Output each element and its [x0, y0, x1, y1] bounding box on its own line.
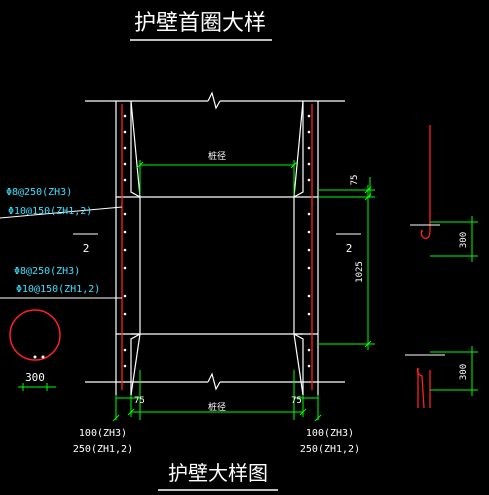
rebar-ring-circle	[9, 309, 61, 361]
rebar-dots	[123, 114, 311, 368]
thickness-right-line1: 100(ZH3)	[306, 428, 354, 439]
callout2-line1: Φ8@250(ZH3)	[14, 266, 80, 277]
pile-label-bottom: 桩径	[208, 401, 226, 413]
callout2-line2: Φ10@150(ZH1,2)	[16, 284, 100, 295]
dim-1025: 1025	[355, 261, 365, 283]
thickness-left-line2: 250(ZH1,2)	[73, 444, 133, 455]
bottom-break-line	[85, 372, 345, 391]
hook-rebar	[416, 125, 431, 409]
dim-75-left: 75	[134, 396, 145, 406]
pile-label-top: 桩径	[208, 150, 226, 162]
left-wall	[115, 101, 141, 395]
dim-300-circle: 300	[25, 371, 45, 384]
dim-75-top: 75	[350, 175, 360, 186]
wall-rebar	[121, 104, 313, 390]
top-break-line	[85, 91, 345, 110]
right-wall	[293, 101, 319, 395]
dim-300-upper: 300	[459, 232, 469, 248]
dim-75-right: 75	[291, 396, 302, 406]
hook-300-dims	[430, 216, 478, 396]
callout1-line2: Φ10@150(ZH1,2)	[8, 206, 92, 217]
ring-dot	[41, 355, 45, 359]
dim-300-lower: 300	[459, 364, 469, 380]
section-mark-right: 2	[346, 242, 353, 255]
top-title: 护壁首圈大样	[134, 11, 266, 36]
callout1-line1: Φ8@250(ZH3)	[6, 187, 72, 198]
section-mark-left: 2	[83, 242, 90, 255]
pile-dim-bottom	[127, 395, 307, 417]
segment-taper	[130, 100, 304, 396]
thickness-right-line2: 250(ZH1,2)	[300, 444, 360, 455]
hook-lines	[405, 224, 445, 356]
bottom-title: 护壁大样图	[168, 461, 268, 485]
ring-dot	[33, 355, 37, 359]
callout-leaders	[0, 206, 123, 299]
thickness-left-line1: 100(ZH3)	[79, 428, 127, 439]
circle-300-dim	[18, 383, 56, 391]
right-vertical-dim	[318, 177, 375, 350]
pile-dim-top	[136, 160, 298, 195]
bottom-75-dims	[112, 370, 322, 422]
